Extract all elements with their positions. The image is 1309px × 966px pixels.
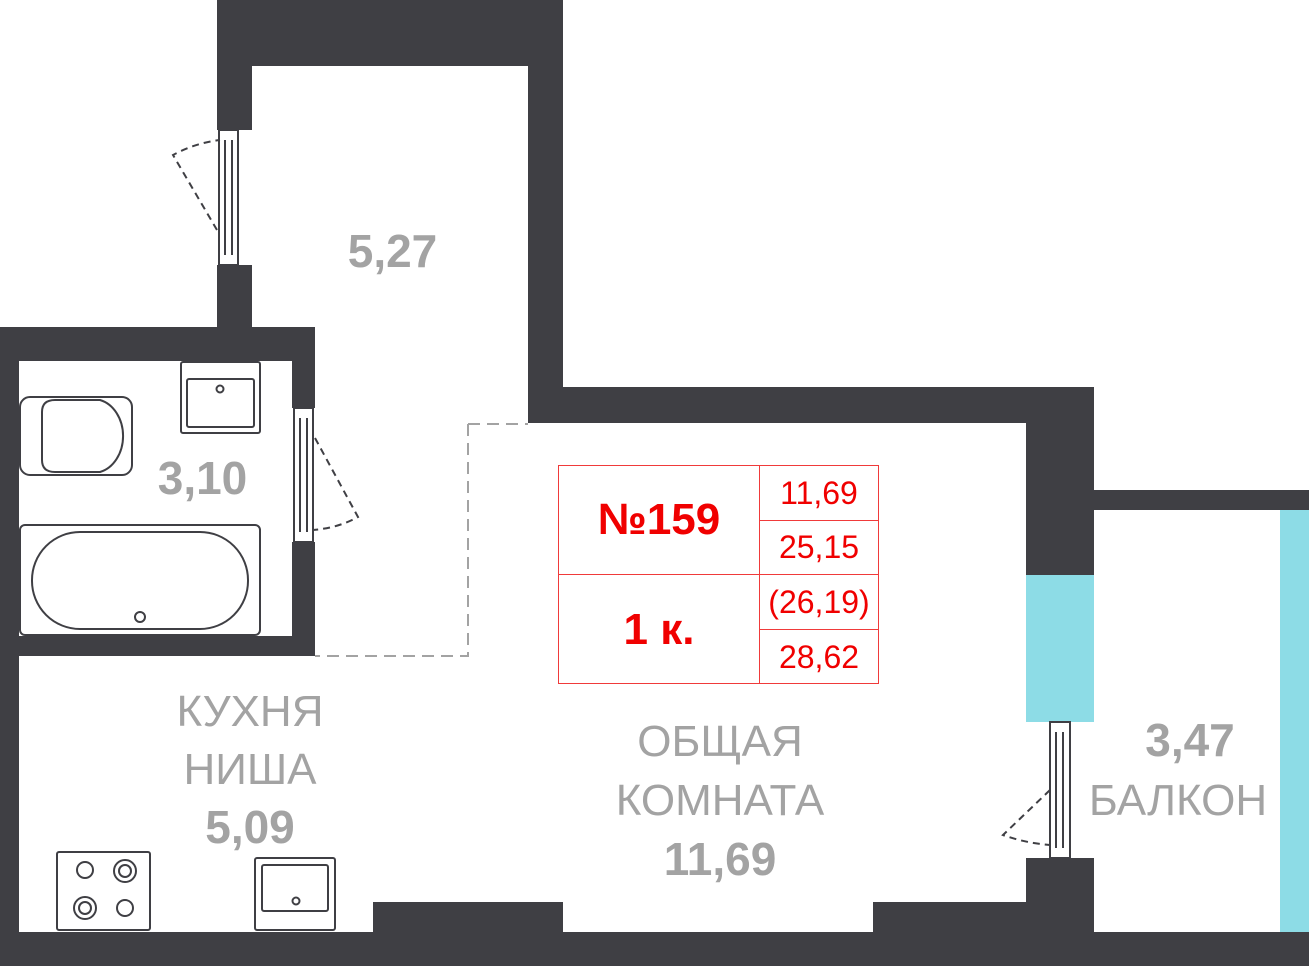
apartment-info-table: №159 1 к. 11,69 25,15 (26,19) 28,62 [558,465,879,684]
hall-area: 5,27 [347,225,438,277]
bathroom-area: 3,10 [157,452,248,504]
kitchen-area: 5,09 [205,801,295,853]
reduced-area-value: (26,19) [760,575,878,630]
windows [1026,510,1309,932]
living-area-value: 11,69 [760,466,878,521]
kitchen-name-line2: НИША [183,745,317,794]
room-count: 1 к. [559,575,760,684]
balcony-name: БАЛКОН [1088,776,1268,825]
doors [218,129,1071,859]
living-name-line2: КОМНАТА [615,776,825,825]
total-area-value: 28,62 [778,638,860,675]
living-area: 11,69 [663,833,777,885]
living-name-line1: ОБЩАЯ [637,717,803,766]
balcony-area: 3,47 [1145,714,1235,766]
apartment-number: №159 [559,466,760,575]
fixtures [19,361,336,931]
door-swings [171,139,1051,846]
niche-boundary [315,423,528,657]
kitchen-name-line1: КУХНЯ [176,687,324,736]
area-no-balcony-value: 25,15 [760,521,878,575]
